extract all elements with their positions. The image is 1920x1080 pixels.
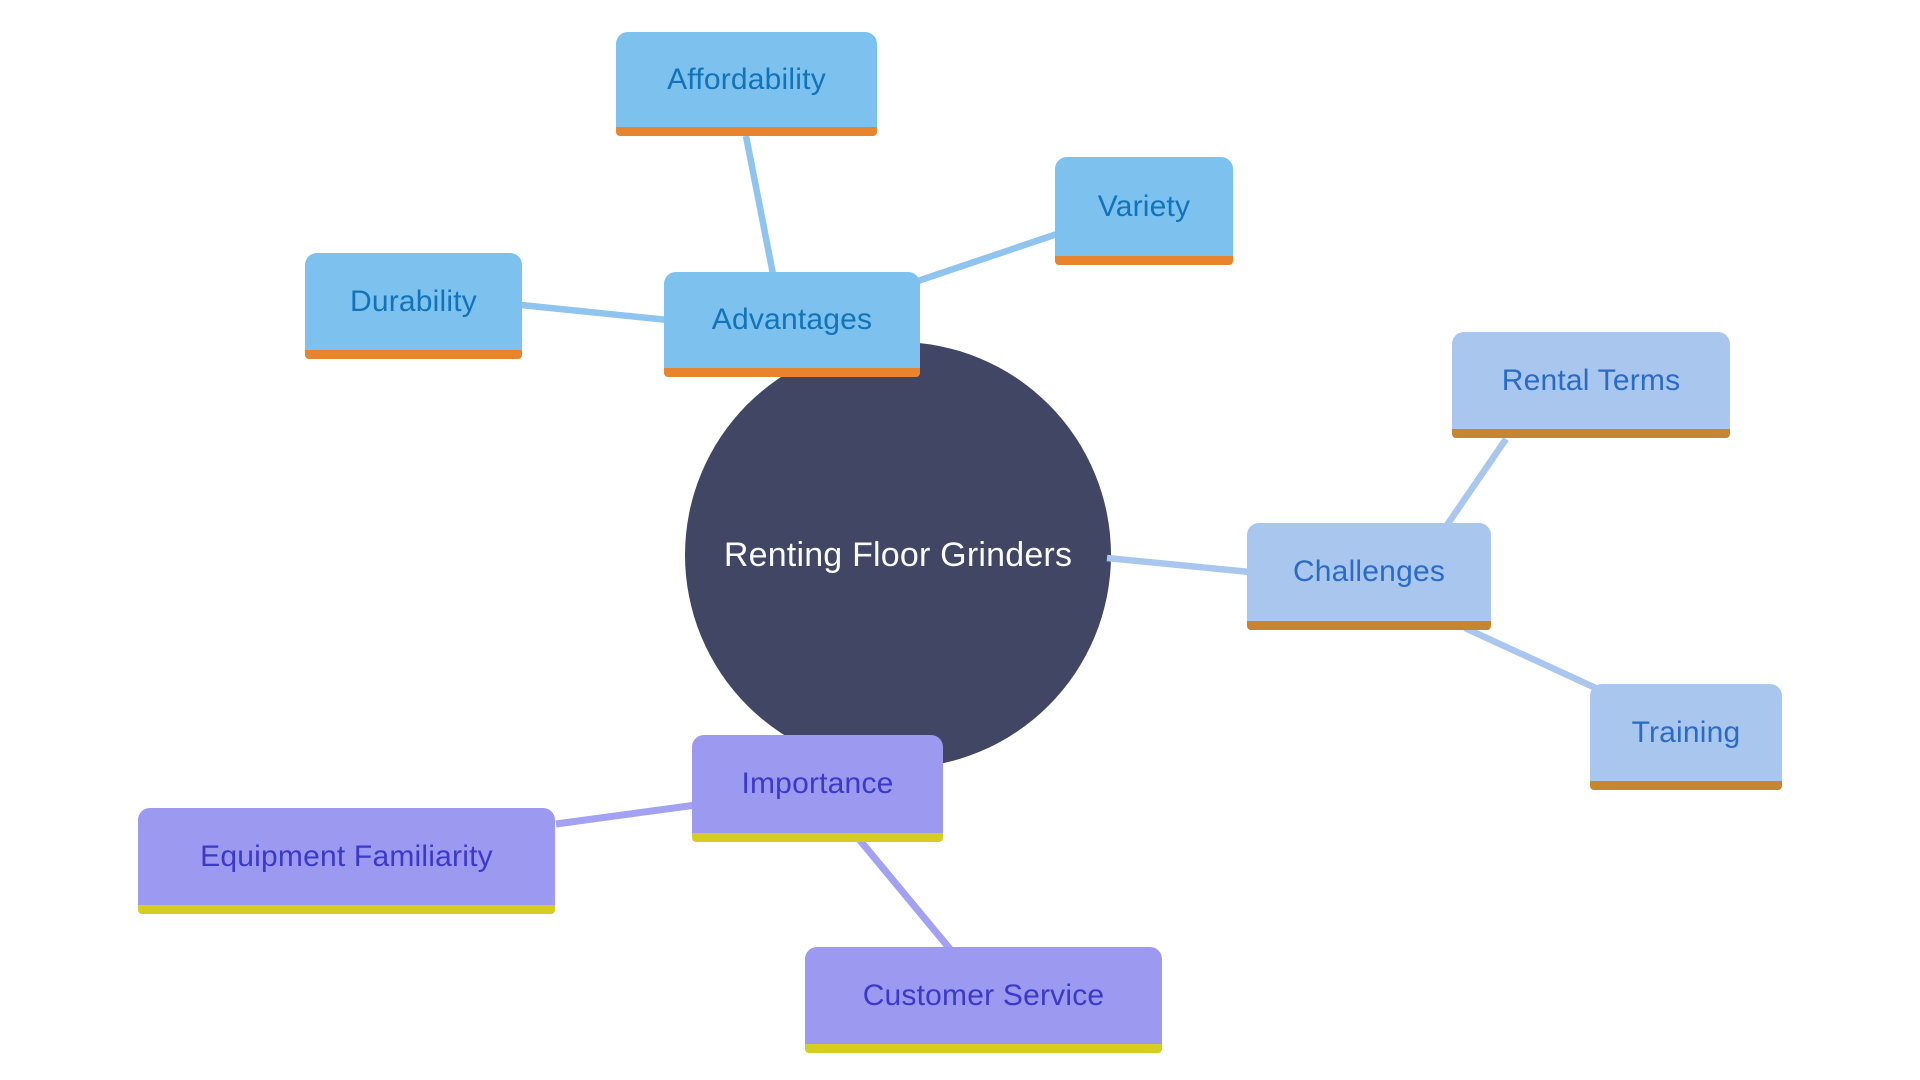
connector-importance-customer-service <box>855 835 953 952</box>
node-variety[interactable]: Variety <box>1055 157 1233 265</box>
node-challenges-label: Challenges <box>1292 555 1446 588</box>
connector-advantages-durability <box>520 301 669 324</box>
node-equipment-familiarity[interactable]: Equipment Familiarity <box>138 808 555 914</box>
node-rental-terms[interactable]: Rental Terms <box>1452 332 1730 438</box>
node-advantages[interactable]: Advantages <box>664 272 920 377</box>
node-customer-service[interactable]: Customer Service <box>805 947 1162 1053</box>
node-affordability[interactable]: Affordability <box>616 32 877 136</box>
connector-challenges-rental-terms <box>1444 437 1509 527</box>
node-durability[interactable]: Durability <box>305 253 522 359</box>
node-training[interactable]: Training <box>1590 684 1782 790</box>
node-equipment-familiarity-label: Equipment Familiarity <box>200 839 493 873</box>
node-variety-label: Variety <box>1097 189 1191 223</box>
central-topic-label: Renting Floor Grinders <box>723 535 1073 574</box>
node-importance[interactable]: Importance <box>692 735 943 842</box>
node-importance-label: Importance <box>741 767 894 800</box>
connector-center-challenges <box>1106 554 1251 576</box>
node-affordability-label: Affordability <box>667 62 826 96</box>
node-customer-service-label: Customer Service <box>862 978 1105 1012</box>
node-rental-terms-label: Rental Terms <box>1501 363 1681 397</box>
node-training-label: Training <box>1631 715 1741 749</box>
node-durability-label: Durability <box>349 284 478 318</box>
connector-advantages-affordability <box>742 135 777 275</box>
node-advantages-label: Advantages <box>711 303 873 336</box>
central-topic-renting-floor-grinders[interactable]: Renting Floor Grinders <box>685 342 1111 768</box>
connector-challenges-training <box>1463 625 1602 693</box>
connector-advantages-variety <box>901 230 1059 290</box>
connector-importance-equipment-familiarity <box>555 801 697 828</box>
node-challenges[interactable]: Challenges <box>1247 523 1491 630</box>
